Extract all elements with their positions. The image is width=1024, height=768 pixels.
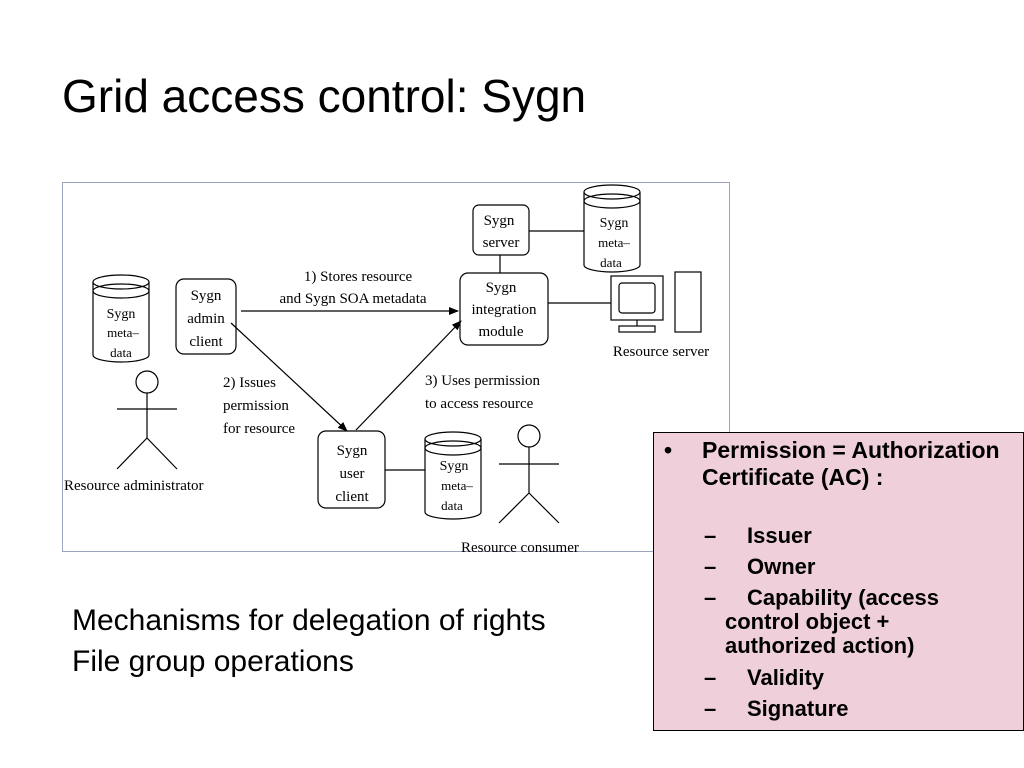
server-db-label-1: Sygn (600, 216, 629, 231)
server-db-label-2: meta– (598, 235, 630, 250)
integration-label-2: integration (472, 302, 537, 318)
arrow-admin-to-user-client (230, 322, 348, 432)
sygn-server-label-2: server (483, 235, 520, 251)
user-client-label-2: user (340, 466, 365, 482)
integration-module-box (459, 272, 549, 346)
dash-marker: – (704, 585, 717, 610)
dash-marker: – (704, 696, 717, 721)
permission-callout: • Permission = Authorization Certificate… (653, 432, 1024, 731)
user-metadata-database (424, 431, 482, 520)
callout-owner: Owner (747, 554, 816, 579)
sygn-server-box (472, 204, 530, 256)
callout-signature: Signature (747, 696, 849, 721)
callout-capability: Capability (access control object + auth… (725, 585, 939, 658)
resource-administrator-label: Resource administrator (64, 478, 204, 494)
server-db-label-3: data (600, 255, 622, 270)
admin-db-label-3: data (110, 345, 132, 360)
arrow-user-client-to-integration (355, 320, 462, 431)
consumer-figure (498, 424, 560, 524)
step2-label-3: for resource (223, 421, 295, 437)
server-metadata-database (583, 184, 641, 273)
dash-marker: – (704, 665, 717, 690)
dash-marker: – (704, 554, 717, 579)
note-file-group: File group operations (72, 645, 354, 678)
dash-marker: – (704, 523, 717, 548)
admin-client-label-1: Sygn (191, 288, 222, 304)
callout-validity: Validity (747, 665, 825, 690)
step1-label-1: 1) Stores resource (304, 269, 413, 285)
step3-label-2: to access resource (425, 396, 534, 412)
resource-server-label: Resource server (613, 344, 709, 360)
step3-label-1: 3) Uses permission (425, 373, 540, 389)
note-delegation: Mechanisms for delegation of rights (72, 604, 546, 637)
callout-issuer: Issuer (747, 523, 812, 548)
admin-client-box (175, 278, 237, 355)
user-client-label-1: Sygn (337, 443, 368, 459)
admin-metadata-database (92, 274, 150, 363)
user-db-label-2: meta– (441, 478, 473, 493)
step2-label-1: 2) Issues (223, 375, 276, 391)
slide-notes: Mechanisms for delegation of rights File… (72, 600, 546, 682)
integration-label-1: Sygn (486, 280, 517, 296)
callout-main-text: Permission = Authorization Certificate (… (702, 437, 1000, 490)
admin-db-label-1: Sygn (107, 307, 136, 322)
step2-label-2: permission (223, 398, 289, 414)
integration-label-3: module (479, 324, 524, 340)
sygn-architecture-diagram: Sygn meta– data Sygn admin client 1) Sto… (62, 182, 730, 553)
step1-label-2: and Sygn SOA metadata (279, 291, 426, 307)
slide-title: Grid access control: Sygn (62, 70, 587, 122)
admin-client-label-2: admin (187, 311, 225, 327)
administrator-figure (116, 370, 178, 470)
admin-client-label-3: client (189, 334, 223, 350)
user-client-label-3: client (335, 489, 369, 505)
user-client-box (317, 430, 386, 509)
bullet-marker: • (664, 437, 673, 463)
sygn-server-label-1: Sygn (484, 213, 515, 229)
resource-consumer-label: Resource consumer (461, 540, 579, 553)
admin-db-label-2: meta– (107, 325, 139, 340)
user-db-label-3: data (441, 498, 463, 513)
resource-server-icon (610, 271, 702, 333)
diagram-canvas: Sygn meta– data Sygn admin client 1) Sto… (64, 184, 709, 553)
user-db-label-1: Sygn (440, 459, 469, 474)
